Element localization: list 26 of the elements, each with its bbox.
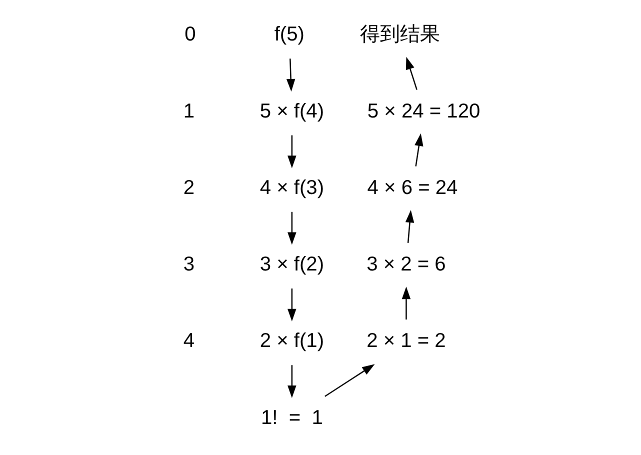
- arrow: [288, 365, 296, 398]
- arrow: [405, 210, 414, 243]
- arrow: [286, 58, 296, 92]
- label: 4: [183, 330, 195, 352]
- label: 3: [183, 254, 195, 276]
- node-text: 5 × 24 = 120: [367, 100, 480, 122]
- arrow: [324, 364, 375, 397]
- label: 1: [183, 100, 195, 122]
- node-text: 4 × f(3): [260, 176, 324, 199]
- node-text: 3 × 2 = 6: [366, 254, 446, 276]
- node-text: 5 × f(4): [260, 100, 324, 122]
- node-text: 2 × f(1): [260, 330, 324, 352]
- arrow: [288, 288, 296, 322]
- arrow: [402, 286, 411, 320]
- arrow: [288, 135, 296, 168]
- node-text: 得到结果: [360, 24, 440, 46]
- label: 0: [184, 24, 196, 46]
- label: 2: [183, 176, 195, 199]
- node-text: 2 × 1 = 2: [366, 330, 446, 352]
- node-text: 4 × 6 = 24: [367, 176, 458, 199]
- arrow: [414, 133, 424, 166]
- node-text: f(5): [274, 24, 304, 46]
- node-text: 1! = 1: [260, 406, 323, 429]
- arrow: [406, 56, 418, 90]
- node-text: 3 × f(2): [260, 254, 324, 276]
- arrow: [288, 212, 296, 245]
